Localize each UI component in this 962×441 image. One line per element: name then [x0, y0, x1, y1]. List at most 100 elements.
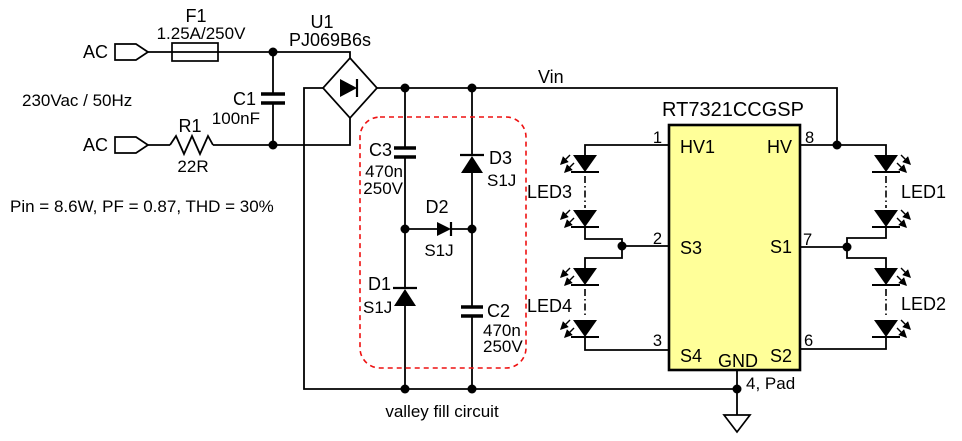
- fuse-f1-symbol: [171, 42, 219, 62]
- junction-dot: [467, 224, 477, 234]
- wire-led4-top: [584, 246, 623, 268]
- led4-label: LED4: [527, 296, 572, 316]
- led1-label: LED1: [901, 182, 946, 202]
- led-strings: LED3 LED4 LED1 LED2: [527, 155, 946, 337]
- wire-led1-bottom: [846, 227, 887, 247]
- resistor-r1-zigzag: [169, 133, 214, 157]
- fuse-value-label: 1.25A/250V: [157, 24, 247, 43]
- wire-r1-to-bridge: [213, 118, 351, 146]
- led2-symbol-top: [872, 268, 910, 285]
- c1-value-label: 100nF: [212, 109, 260, 128]
- wire-bridge-neg-to-gnd-rail: [303, 87, 737, 390]
- ic-gnd-pad-label: 4, Pad: [746, 374, 795, 393]
- led1-symbol-bottom: [872, 210, 910, 227]
- bridge-diode-icon: [340, 79, 357, 97]
- diode-d2-icon: [437, 222, 451, 236]
- bridge-diamond-symbol: [321, 56, 379, 120]
- cap-c2-symbol: [461, 305, 483, 318]
- vin-label: Vin: [538, 67, 564, 87]
- ic-pin3-number: 3: [653, 332, 662, 350]
- ac-connector-bottom-icon: [114, 136, 150, 154]
- diode-d1-icon: [394, 289, 416, 306]
- junction-dot: [400, 83, 410, 93]
- d1-value-label: S1J: [363, 298, 392, 317]
- d3-ref-label: D3: [489, 148, 512, 168]
- wire-led2-top: [846, 247, 887, 268]
- input-stats-label: Pin = 8.6W, PF = 0.87, THD = 30%: [10, 197, 274, 216]
- led2-label: LED2: [901, 294, 946, 314]
- wire-vin-rail: [377, 87, 838, 145]
- ic-part-label: RT7321CCGSP: [662, 99, 804, 121]
- led3-symbol-bottom: [561, 210, 599, 227]
- c2-value-label: 470n: [483, 321, 521, 340]
- c1-ref-label: C1: [233, 89, 256, 109]
- ic-pin2-name: S3: [680, 238, 702, 258]
- junction-dot: [842, 242, 852, 252]
- bridge-ref-label: U1: [310, 12, 333, 32]
- led3-label: LED3: [527, 182, 572, 202]
- ic-pin6-name: S2: [770, 346, 792, 366]
- ac-connector-top-icon: [114, 43, 150, 61]
- ac-bottom-label: AC: [83, 135, 108, 155]
- junction-dot: [832, 140, 842, 150]
- led-driver-ic: RT7321CCGSP HV1 HV S3 S1 S4 S2 GND 1 8 2…: [653, 99, 814, 393]
- ic-pin1-number: 1: [653, 129, 662, 147]
- bridge-part-label: PJ069B6s: [289, 30, 371, 50]
- ic-pin8-number: 8: [805, 129, 814, 147]
- r1-ref-label: R1: [178, 116, 201, 136]
- led4-symbol-bottom: [561, 320, 599, 337]
- r1-value-label: 22R: [177, 157, 208, 176]
- wire-pin1-led3: [584, 144, 669, 155]
- ic-pin3-name: S4: [680, 346, 702, 366]
- valley-fill-caption: valley fill circuit: [385, 402, 499, 421]
- ic-pin2-number: 2: [653, 230, 662, 248]
- ic-pin7-number: 7: [803, 231, 812, 249]
- ic-pin1-name: HV1: [680, 137, 715, 157]
- led2-symbol-bottom: [872, 320, 910, 337]
- c2-ref-label: C2: [487, 301, 510, 321]
- junction-dot: [732, 384, 742, 394]
- junction-dot: [400, 384, 410, 394]
- diode-d3-icon: [461, 156, 483, 173]
- valley-fill-circuit: C3 470n 250V D3 S1J D2 S1J D1 S1J C2 470…: [359, 116, 527, 421]
- ic-pin6-number: 6: [804, 332, 813, 350]
- c3-ref-label: C3: [369, 140, 392, 160]
- ic-gnd-name: GND: [718, 351, 758, 371]
- bridge-rectifier: U1 PJ069B6s Vin: [289, 12, 564, 120]
- c2-voltage-label: 250V: [483, 337, 523, 356]
- valley-fill-boundary-box: [359, 116, 527, 369]
- ground-icon: [722, 414, 752, 434]
- led1-symbol-top: [872, 155, 910, 172]
- wire-led3-bottom: [584, 227, 623, 246]
- led4-symbol-top: [561, 268, 599, 285]
- junction-dot: [467, 83, 477, 93]
- ic-pin7-name: S1: [770, 237, 792, 257]
- mains-label: 230Vac / 50Hz: [22, 91, 132, 110]
- ac-top-label: AC: [83, 42, 108, 62]
- c3-value-label: 470n: [365, 162, 403, 181]
- led3-symbol-top: [561, 155, 599, 172]
- cap-c3-symbol: [394, 146, 416, 159]
- wire-led4-bottom-pin3: [584, 337, 669, 351]
- c3-voltage-label: 250V: [363, 179, 403, 198]
- fuse-ref-label: F1: [185, 6, 206, 26]
- junction-dots: [268, 47, 852, 394]
- ic-body: [667, 123, 802, 372]
- d2-value-label: S1J: [424, 241, 453, 260]
- junction-dot: [268, 47, 278, 57]
- ac-input-section: AC AC 230Vac / 50Hz F1 1.25A/250V R1 22R…: [10, 6, 285, 216]
- ic-pin8-name: HV: [767, 137, 792, 157]
- wire-led2-bottom-pin6: [800, 337, 887, 350]
- d2-ref-label: D2: [425, 197, 448, 217]
- junction-dot: [268, 140, 278, 150]
- ground-symbol: [722, 414, 752, 434]
- d3-value-label: S1J: [487, 171, 516, 190]
- d1-ref-label: D1: [368, 274, 391, 294]
- cap-c1-symbol: [261, 92, 285, 105]
- junction-dot: [400, 224, 410, 234]
- wire-pin8-led1: [800, 144, 887, 155]
- junction-dot: [467, 384, 477, 394]
- junction-dot: [617, 241, 627, 251]
